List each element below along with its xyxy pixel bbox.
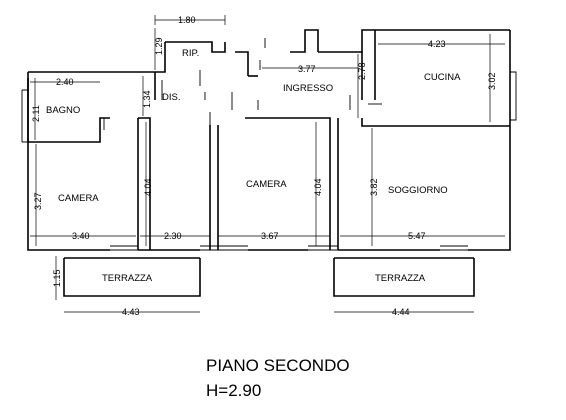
height-caption: H=2.90 [206,381,262,400]
window-camera-center [308,245,338,251]
dim-4-44: 4.44 [392,307,410,317]
terrace-right-outline [333,258,475,297]
window-camera-left [110,245,138,251]
window-soggiorno [440,245,468,251]
door-marks [103,38,382,130]
outer-walls [27,29,511,251]
dim-4-23: 4.23 [428,39,446,49]
wall-bottom-right [468,128,511,251]
wall-top-left [28,42,166,73]
dim-3-82: 3.82 [369,178,379,196]
label-camera-center: CAMERA [246,179,287,190]
dim-1-34: 1.34 [142,90,152,108]
label-cucina: CUCINA [424,72,461,83]
dim-3-27: 3.27 [33,192,43,210]
wall-camera-center-top [245,117,331,250]
label-terrazza-right: TERRAZZA [375,273,426,284]
dim-1-80: 1.80 [178,15,196,25]
wall-rip-right [235,51,249,76]
wall-kitchen-corner [361,118,375,127]
wall-top-entry-right [318,29,375,53]
dim-3-77: 3.77 [298,64,316,74]
wall-left-outer [27,72,110,251]
dim-4-04-center: 4.04 [313,178,323,196]
label-soggiorno: SOGGIORNO [388,185,448,196]
dimension-lines [30,15,505,313]
label-rip: RIP. [182,48,199,59]
terraces [63,257,475,297]
dim-3-40: 3.40 [72,231,90,241]
dim-2-78: 2.78 [357,62,367,80]
wall-top-entry [290,29,319,53]
label-terrazza-left: TERRAZZA [102,273,153,284]
dim-3-67: 3.67 [261,231,279,241]
dimline-1-80-ticks [154,15,226,25]
window-camera-mid [200,245,248,251]
dim-1-29: 1.29 [154,37,164,55]
window-bath [21,89,28,143]
terrace-left-outline [63,258,201,297]
label-dis: DIS. [162,92,180,103]
dimension-labels: 1.80 1.29 4.23 3.77 2.78 3.02 2.40 2.11 … [31,15,497,317]
dim-3-02: 3.02 [487,72,497,90]
label-ingresso: INGRESSO [283,83,333,94]
label-camera-left: CAMERA [58,193,99,204]
dim-2-11: 2.11 [31,105,41,122]
dim-4-04-left: 4.04 [143,178,153,196]
label-bagno: BAGNO [46,105,80,116]
window-kitchen [510,71,517,121]
floor-caption: PIANO SECONDO [206,356,350,375]
dim-4-43: 4.43 [122,307,140,317]
wall-camera-left-right [138,117,151,250]
dim-5-47: 5.47 [408,231,426,241]
wall-bath-bottom [28,117,110,143]
inner-walls [21,30,517,251]
dim-1-15: 1.15 [52,269,62,287]
dim-2-40: 2.40 [56,77,74,87]
dim-2-30: 2.30 [164,231,182,241]
room-labels: RIP. DIS. INGRESSO CUCINA BAGNO CAMERA C… [46,48,461,284]
wall-top-rip [165,41,226,53]
